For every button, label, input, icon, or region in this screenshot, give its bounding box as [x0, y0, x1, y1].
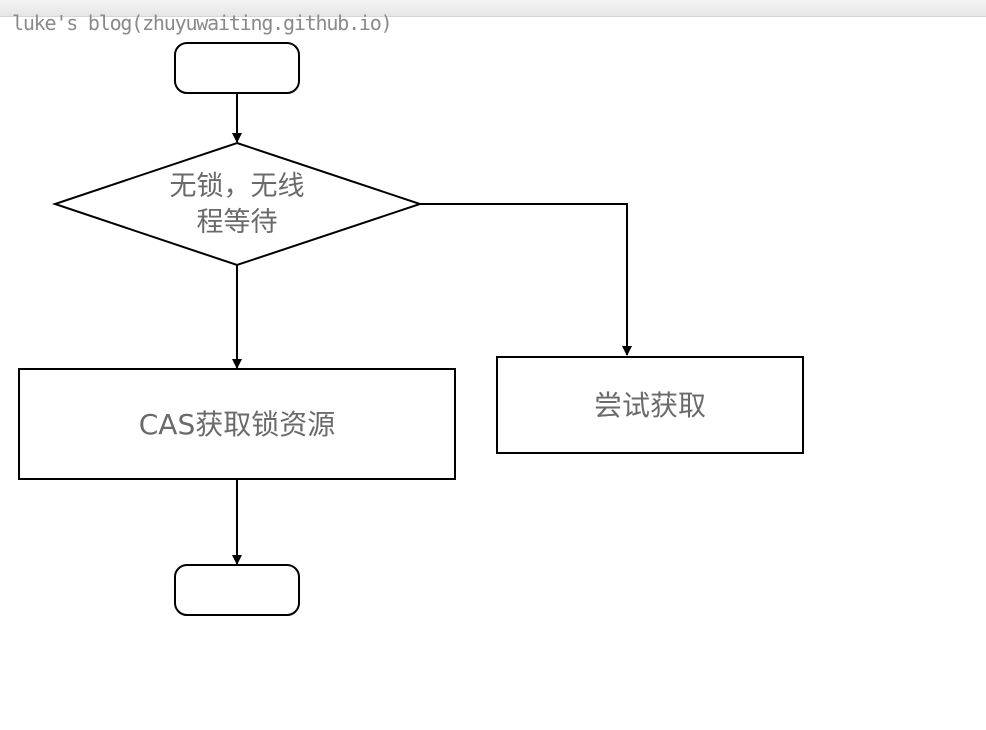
try-process-label: 尝试获取	[594, 389, 706, 422]
decision-diamond	[51, 141, 424, 267]
decision-label-line2: 程等待	[197, 207, 278, 238]
top-bar	[0, 0, 986, 17]
start-terminal	[174, 42, 300, 94]
try-process-box	[496, 356, 804, 454]
decision-label-line1: 无锁，无线	[170, 171, 305, 202]
connector-decision-to-try	[420, 203, 632, 356]
watermark-text: luke's blog(zhuyuwaiting.github.io)	[12, 11, 393, 35]
cas-process-box	[18, 368, 456, 480]
end-terminal	[174, 564, 300, 616]
cas-process-label: CAS获取锁资源	[139, 408, 335, 441]
